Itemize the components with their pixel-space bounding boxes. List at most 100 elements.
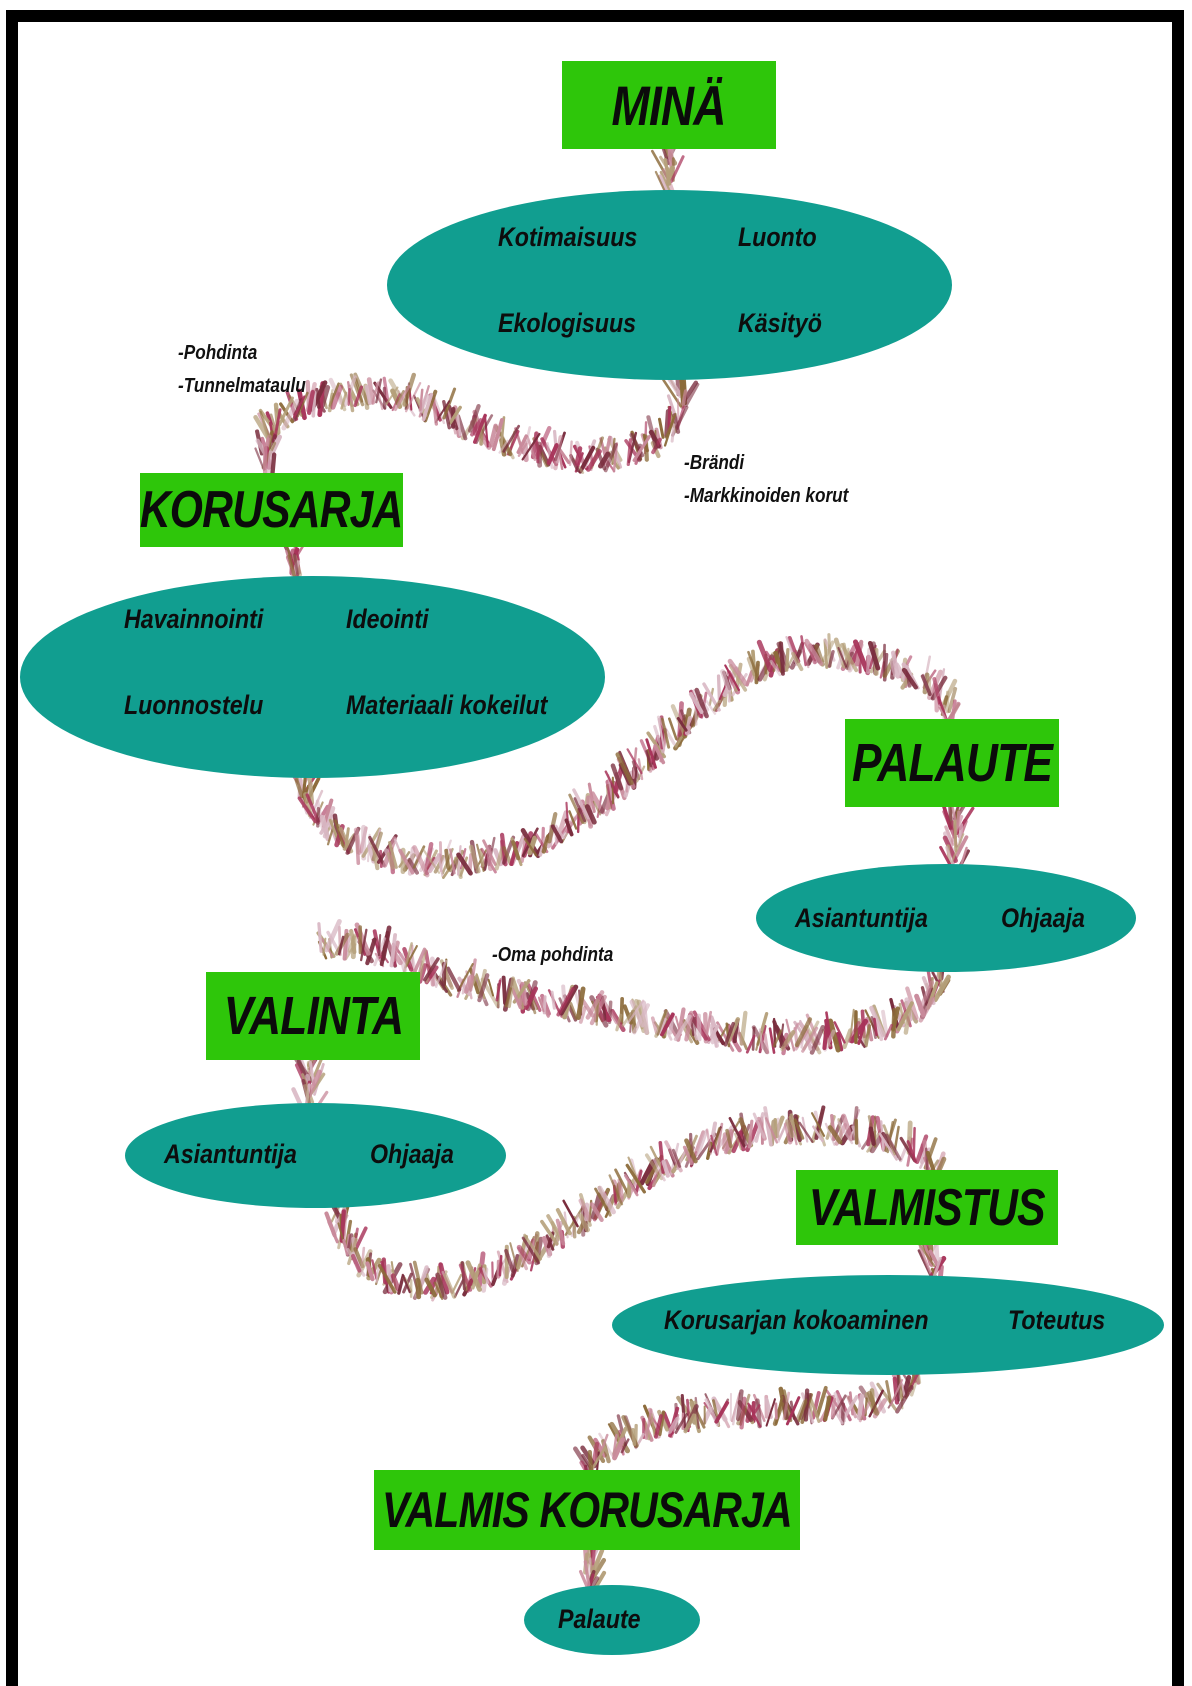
vine-blade: [718, 673, 732, 701]
vine-blade: [617, 1178, 624, 1200]
vine-blade: [659, 1012, 675, 1037]
vine-blade: [694, 687, 709, 719]
vine-blade: [794, 1017, 813, 1048]
vine-blade: [555, 1207, 572, 1236]
vine-blade: [920, 674, 932, 697]
vine-blade: [317, 922, 323, 953]
vine-blade: [527, 835, 538, 856]
note-markkinoiden-korut: -Markkinoiden korut: [684, 485, 849, 507]
vine-blade: [725, 1128, 733, 1149]
vine-blade: [803, 652, 810, 669]
vine-blade: [649, 734, 660, 764]
vine-blade: [562, 1199, 579, 1228]
vine-blade: [649, 1412, 657, 1438]
vine-blade: [278, 396, 294, 427]
stage-ellipse-korusarja: [20, 576, 605, 778]
vine-blade: [591, 1441, 600, 1466]
vine-blade: [587, 1557, 592, 1579]
vine-blade: [417, 948, 427, 981]
vine-blade: [624, 1174, 639, 1197]
vine-blade: [366, 377, 376, 405]
vine-blade: [668, 717, 678, 741]
vine-blade: [869, 1005, 886, 1038]
vine-blade: [953, 819, 958, 853]
item-luonto: Luonto: [738, 222, 817, 252]
vine-blade: [435, 1272, 448, 1300]
vine-blade: [639, 1159, 656, 1186]
vine-blade: [901, 667, 918, 690]
vine-blade: [438, 1262, 450, 1295]
vine-blade: [769, 659, 782, 677]
vine-blade: [322, 937, 327, 956]
vine-blade: [578, 445, 596, 474]
vine-blade: [364, 384, 372, 406]
vine-blade: [472, 413, 487, 444]
vine-blade: [388, 841, 398, 869]
vine-blade: [950, 833, 965, 863]
vine-blade: [722, 1132, 728, 1152]
vine-blade: [684, 716, 693, 736]
vine-blade: [316, 807, 321, 828]
vine-blade: [745, 669, 754, 687]
vine-blade: [653, 744, 666, 765]
vine-blade: [745, 1034, 756, 1054]
vine-blade: [840, 643, 859, 673]
vine-blade: [337, 935, 345, 956]
vine-blade: [680, 1394, 687, 1429]
vine-blade: [330, 384, 344, 410]
item-kasityo: Käsityö: [738, 308, 822, 338]
vine-blade: [434, 959, 448, 988]
vine-blade: [782, 1391, 791, 1421]
vine-blade: [779, 641, 785, 676]
vine-blade: [626, 438, 633, 466]
vine-blade: [752, 1112, 766, 1139]
vine-blade: [576, 986, 586, 1021]
vine-blade: [398, 952, 408, 973]
vine-blade: [808, 1394, 821, 1423]
vine-blade: [916, 1240, 936, 1268]
vine-blade: [587, 782, 596, 813]
stage-ellipse-valinta: [125, 1103, 506, 1208]
vine-blade: [524, 986, 539, 1011]
vine-blade: [664, 409, 671, 438]
vine-blade: [375, 1263, 380, 1283]
vine-blade: [418, 393, 430, 413]
vine-blade: [669, 155, 685, 184]
vine-blade: [550, 824, 564, 844]
vine-blade: [433, 1281, 444, 1300]
vine-blade: [631, 1427, 637, 1446]
vine-blade: [734, 1132, 742, 1150]
vine-blade: [800, 635, 807, 667]
vine-blade: [521, 432, 541, 461]
vine-blade: [801, 1026, 819, 1053]
vine-blade: [641, 1000, 650, 1035]
vine-blade: [881, 1009, 889, 1038]
vine-blade: [785, 1396, 801, 1426]
vine-blade: [758, 1024, 767, 1054]
vine-blade: [918, 980, 935, 1012]
vine-blade: [833, 1021, 846, 1044]
vine-blade: [398, 848, 415, 875]
vine-blade: [568, 793, 585, 824]
vine-blade: [334, 819, 345, 848]
vine-blade: [646, 415, 659, 450]
vine-blade: [885, 1133, 902, 1161]
vine-blade: [670, 423, 676, 443]
vine-blade: [645, 750, 653, 768]
vine-blade: [390, 1273, 401, 1292]
vine-blade: [498, 439, 509, 454]
vine-blade: [393, 384, 411, 412]
vine-blade: [412, 947, 427, 975]
vine-blade: [842, 1028, 853, 1050]
vine-blade: [468, 844, 481, 874]
vine-blade: [891, 1007, 897, 1039]
vine-blade: [541, 834, 551, 854]
vine-blade: [824, 1122, 836, 1146]
vine-blade: [451, 1273, 463, 1295]
vine-blade: [776, 1117, 781, 1143]
vine-blade: [584, 804, 597, 825]
vine-blade: [896, 1001, 914, 1032]
vine-blade: [726, 1017, 741, 1044]
vine-blade: [320, 385, 331, 408]
vine-blade: [835, 1032, 844, 1052]
